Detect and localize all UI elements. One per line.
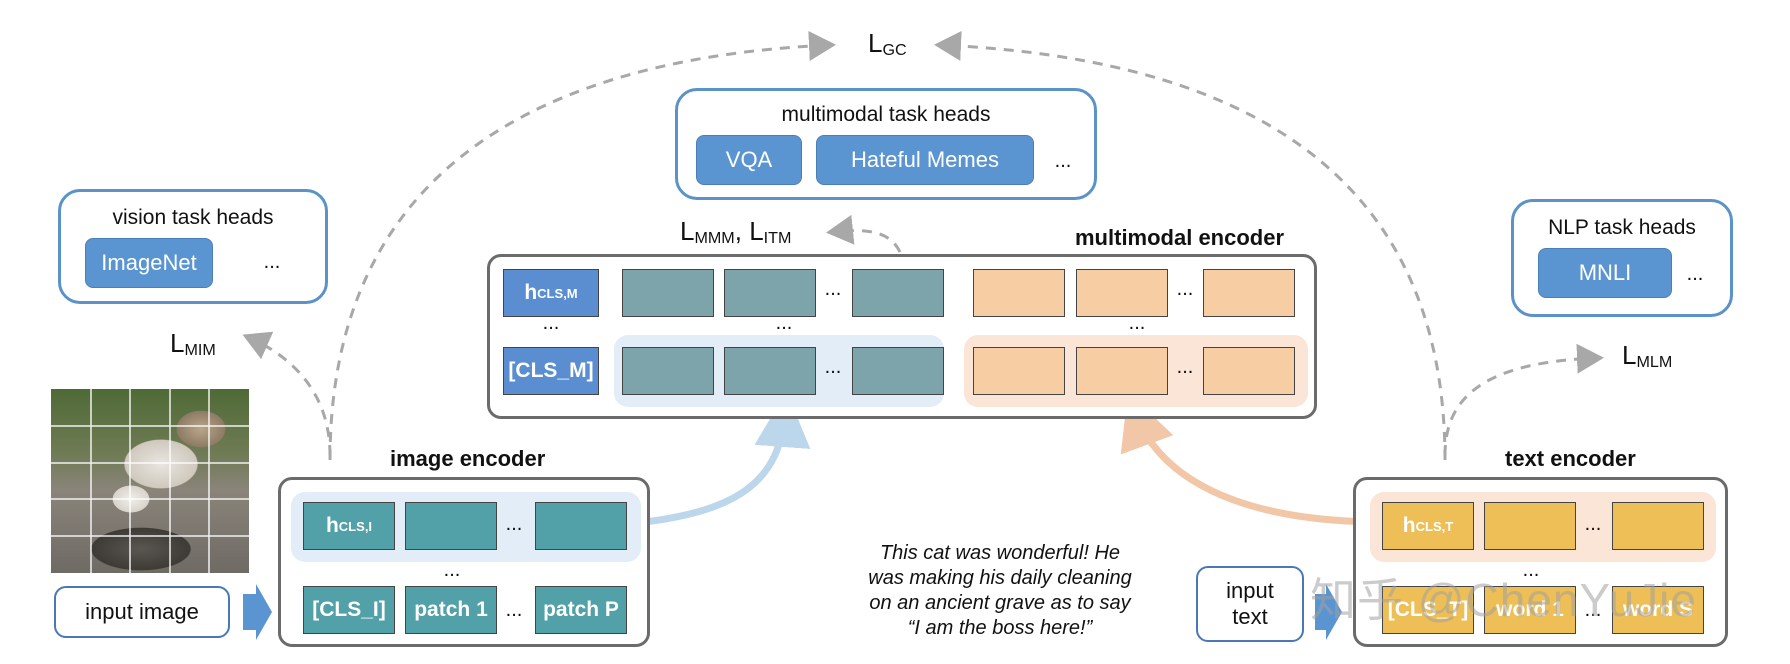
cls-i-token: [CLS_I]: [303, 586, 395, 634]
vision-heads-more: ...: [263, 251, 281, 273]
mm-image-dots: ...: [824, 356, 842, 378]
image-encoder-row-dots: ...: [443, 559, 461, 581]
caption-line: “I am the boss here!”: [907, 617, 1093, 639]
mm-image-token: [622, 269, 714, 317]
gc-right-arrow: [934, 30, 1447, 461]
input-image-block-arrow: [243, 584, 272, 640]
text-token-cell: [1484, 502, 1576, 550]
input-image-photo: [51, 389, 249, 573]
text-encoder-title: text encoder: [1505, 446, 1636, 471]
mm-text-dots: ...: [1176, 356, 1194, 378]
caption-line: was making his daily cleaning: [868, 567, 1132, 589]
gc-left-arrow: [328, 30, 836, 461]
image-token-cell: [535, 502, 627, 550]
mm-row-dots: ...: [1128, 312, 1146, 334]
cls-m-cell: [CLS_M]: [503, 347, 599, 395]
multimodal-task-heads-title: multimodal task heads: [781, 103, 991, 126]
caption-line: This cat was wonderful! He: [879, 542, 1121, 564]
vision-task-heads-panel: vision task heads ImageNet ...: [58, 189, 328, 304]
text-token-cell: [1612, 502, 1704, 550]
input-image-label: input image: [54, 586, 230, 638]
mm-image-token: [724, 269, 816, 317]
input-text-label: input text: [1196, 566, 1304, 642]
word-s-token: word S: [1612, 586, 1704, 634]
multimodal-encoder-title: multimodal encoder: [1075, 225, 1285, 250]
word-1-token: word 1: [1484, 586, 1576, 634]
image-to-multimodal-arrow: [644, 391, 811, 526]
watermark-text: 知乎 @ChenYuJie: [1310, 574, 1697, 626]
mim-arrow: [242, 331, 332, 456]
patch-p-token: patch P: [535, 586, 627, 634]
text-encoder-dots: ...: [1584, 513, 1602, 535]
imagenet-button[interactable]: ImageNet: [85, 238, 213, 288]
mm-text-token: [1076, 269, 1168, 317]
hateful-memes-button[interactable]: Hateful Memes: [816, 135, 1034, 185]
mm-row-dots: ...: [775, 312, 793, 334]
mlm-arrow: [1443, 343, 1604, 456]
mm-image-token: [852, 347, 944, 395]
text-encoder-row-dots: ...: [1522, 559, 1540, 581]
text-to-multimodal-arrow: [1120, 392, 1376, 526]
image-encoder-dots: ...: [505, 513, 523, 535]
mm-text-dots: ...: [1176, 278, 1194, 300]
mm-text-token: [973, 269, 1065, 317]
multimodal-heads-more: ...: [1054, 150, 1072, 172]
cls-t-token: [CLS_T]: [1382, 586, 1474, 634]
nlp-heads-more: ...: [1686, 263, 1704, 285]
loss-mlm: LMLM: [1622, 340, 1673, 372]
mmm-arrow: [826, 214, 902, 253]
input-text-block-arrow: [1315, 584, 1342, 640]
patch-1-token: patch 1: [405, 586, 497, 634]
image-token-cell: [405, 502, 497, 550]
vqa-button[interactable]: VQA: [696, 135, 802, 185]
nlp-task-heads-title: NLP task heads: [1548, 216, 1696, 239]
mm-image-dots: ...: [824, 278, 842, 300]
mm-image-token: [852, 269, 944, 317]
text-encoder-dots: ...: [1584, 599, 1602, 621]
nlp-task-heads-panel: NLP task heads MNLI ...: [1511, 199, 1733, 317]
mm-text-token: [1203, 347, 1295, 395]
loss-gc: LGC: [868, 28, 907, 60]
multimodal-task-heads-panel: multimodal task heads VQA Hateful Memes …: [675, 88, 1097, 200]
loss-mim: LMIM: [170, 328, 216, 360]
mm-image-token: [622, 347, 714, 395]
mm-text-token: [1203, 269, 1295, 317]
vision-task-heads-title: vision task heads: [112, 206, 274, 229]
mm-image-token: [724, 347, 816, 395]
mm-text-token: [973, 347, 1065, 395]
caption-text: This cat was wonderful! He was making hi…: [830, 541, 1170, 641]
loss-mmm-itm: LMMM, LITM: [680, 216, 792, 248]
image-encoder-title: image encoder: [390, 446, 546, 471]
mm-row-dots: ...: [542, 312, 560, 334]
caption-line: on an ancient grave as to say: [869, 592, 1131, 614]
mm-text-token: [1076, 347, 1168, 395]
image-encoder-dots: ...: [505, 599, 523, 621]
mnli-button[interactable]: MNLI: [1538, 248, 1672, 298]
